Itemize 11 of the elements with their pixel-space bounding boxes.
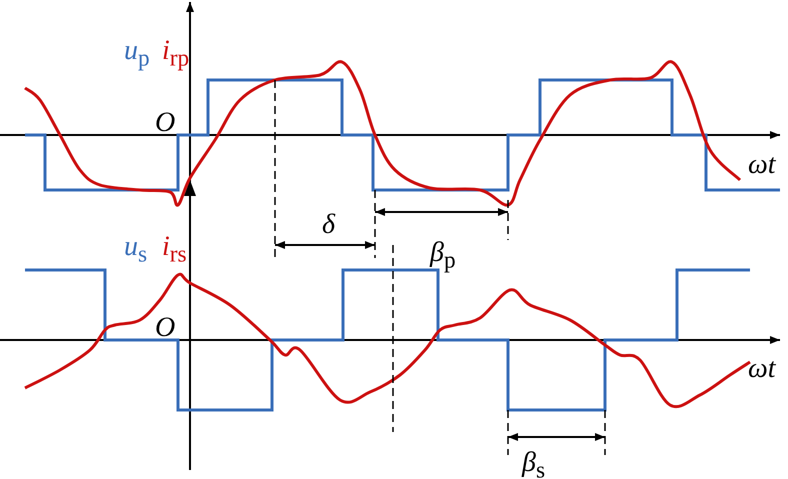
voltage-symbol: u$_{s}$ (124, 232, 148, 270)
current-symbol: i$_{rp}$ (162, 36, 190, 74)
angle-symbol: δ (322, 210, 336, 240)
voltage-symbol: u$_{p}$ (124, 36, 150, 74)
origin-label: O (155, 313, 176, 343)
current-symbol: i$_{rs}$ (162, 232, 187, 270)
angle-symbol: β$_{p}$ (430, 238, 456, 276)
axis-label: ωt (748, 150, 776, 180)
origin-label: O (155, 108, 176, 138)
angle-symbol: β$_{s}$ (522, 448, 546, 479)
axis-label: ωt (748, 354, 776, 384)
